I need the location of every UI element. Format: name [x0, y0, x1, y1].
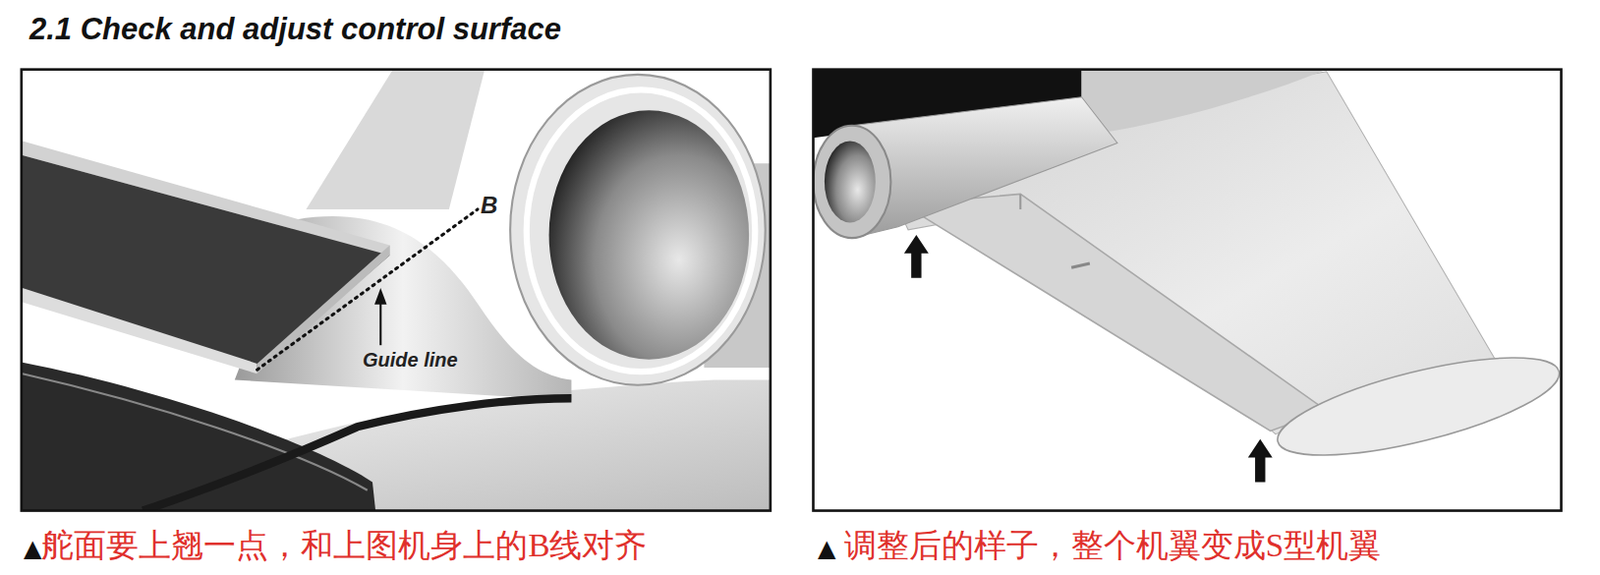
right-panel-art [812, 125, 891, 238]
right-panel-art [1019, 193, 1022, 210]
figure-caption: ▲舵面要上翘一点，和上图机身上的B线对齐 [23, 523, 647, 569]
right-panel-art [904, 234, 929, 279]
left-panel-art [22, 287, 258, 374]
guide-point-label: B [480, 191, 498, 220]
right-panel-art [812, 69, 1561, 512]
left-panel-art [257, 209, 478, 370]
right-panel-art [812, 69, 1561, 512]
guide-line-label: Guide line [362, 348, 458, 372]
left-panel-art [379, 297, 382, 345]
right-panel-art [1269, 338, 1562, 476]
left-panel-art [526, 89, 756, 372]
panel-border [812, 69, 1561, 512]
left-panel-art [21, 69, 771, 512]
right-panel-art [1082, 69, 1327, 133]
section-title: 2.1 Check and adjust control surface [29, 11, 562, 48]
left-panel-art [142, 398, 572, 511]
left-panel-art [21, 69, 771, 512]
left-panel-art [374, 287, 387, 305]
right-panel-art [1248, 439, 1273, 483]
left-panel-art [549, 110, 750, 360]
right-panel-art [852, 97, 1118, 238]
left-panel-art [22, 373, 368, 490]
left-panel-art [22, 155, 391, 370]
right-panel-art [1071, 263, 1090, 268]
right-panel-art [824, 140, 876, 223]
left-panel-art [305, 69, 485, 210]
right-panel-art [903, 193, 1327, 431]
panel-border [21, 69, 771, 512]
figure-caption: ▲ 调整后的样子，整个机翼变成S型机翼 [817, 523, 1381, 569]
left-panel-art [510, 74, 766, 386]
